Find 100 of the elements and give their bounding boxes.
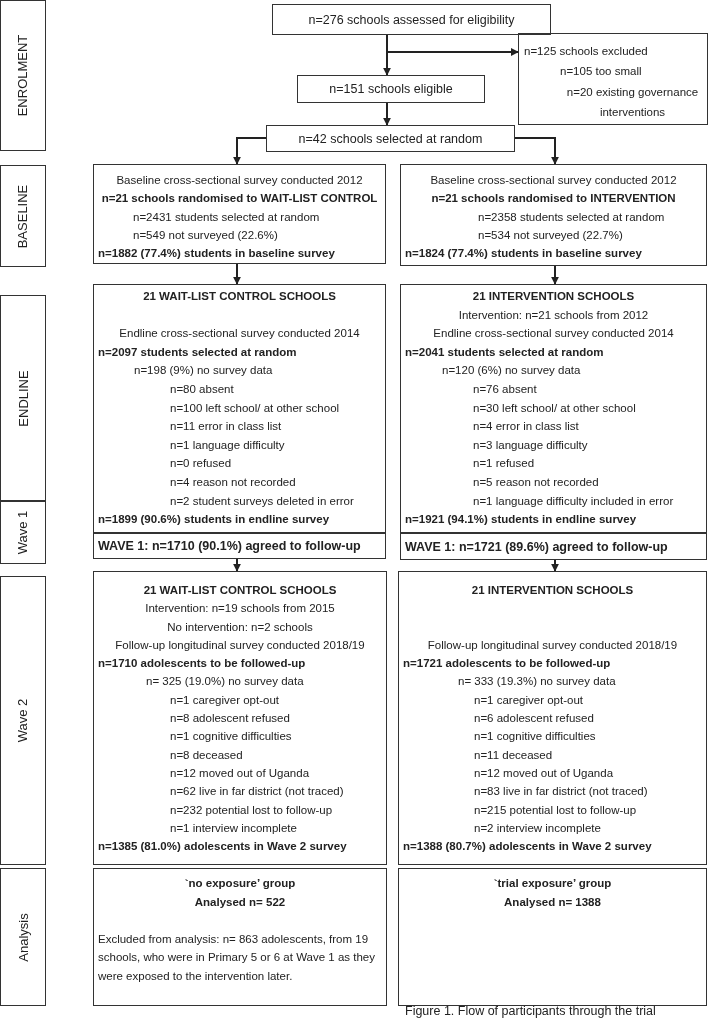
box-text: n=0 refused — [169, 456, 233, 472]
box-text: n=1721 adolescents to be followed-up — [402, 656, 612, 672]
arrow — [233, 137, 267, 165]
box-text: n=2 interview incomplete — [473, 820, 602, 836]
box-text: n=6 adolescent refused — [473, 711, 595, 727]
box-text: Intervention: n=21 schools from 2012 — [457, 307, 650, 323]
box-heading: Analysed n= 522 — [193, 894, 287, 910]
box-text: n= 333 (19.3%) no survey data — [457, 674, 617, 690]
box-text: n=1882 (77.4%) students in baseline survey — [97, 246, 336, 262]
stage-label: BASELINE — [15, 184, 31, 248]
box-text: n= 325 (19.0%) no survey data — [145, 674, 305, 690]
flow-box — [93, 284, 386, 533]
box-text: n=125 schools excluded — [523, 44, 649, 59]
arrow — [233, 263, 241, 285]
flow-box — [398, 571, 707, 865]
box-heading: n=21 schools randomised to WAIT-LIST CONTROL — [100, 191, 379, 207]
box-text: n=1899 (90.6%) students in endline survey — [97, 512, 331, 528]
box-text: n=215 potential lost to follow-up — [473, 802, 638, 818]
box-text: n=120 (6%) no survey data — [441, 363, 582, 379]
box-text: Endline cross-sectional survey conducted 2014 — [118, 326, 361, 342]
box-text: n=1921 (94.1%) students in endline survey — [404, 512, 638, 528]
box-heading: `no exposure’ group — [183, 876, 297, 891]
box-heading: 21 WAIT-LIST CONTROL SCHOOLS — [142, 289, 337, 304]
arrow — [514, 137, 559, 165]
arrow — [551, 265, 559, 285]
stage-box — [0, 295, 46, 501]
box-text: n=2097 students selected at random — [97, 344, 298, 360]
flow-box — [266, 125, 515, 152]
box-text: Follow-up longitudinal survey conducted 2018/19 — [114, 637, 366, 653]
box-text: n=1 language difficulty included in error — [472, 493, 675, 509]
stage-label: Analysis — [15, 912, 31, 962]
stage-box — [0, 576, 46, 865]
box-text: n=549 not surveyed (22.6%) — [132, 227, 279, 243]
box-text: n=76 absent — [472, 381, 538, 397]
flow-box — [400, 164, 707, 266]
flow-box — [93, 868, 387, 1006]
flow-box — [272, 4, 551, 35]
box-text: n=2041 students selected at random — [404, 344, 605, 360]
stage-label: Wave 2 — [15, 698, 31, 743]
box-text: n=198 (9%) no survey data — [133, 363, 274, 379]
arrow — [551, 559, 559, 572]
box-text: n=2431 students selected at random — [132, 209, 321, 225]
box-text: Baseline cross-sectional survey conducted 2012 — [115, 173, 364, 188]
arrow — [386, 34, 519, 56]
box-text: n=12 moved out of Uganda — [169, 765, 311, 781]
box-heading: `trial exposure’ group — [492, 876, 613, 891]
flow-box — [398, 868, 707, 1006]
flow-box — [297, 75, 485, 103]
box-heading: n=21 schools randomised to INTERVENTION — [430, 191, 677, 207]
box-text: WAVE 1: n=1710 (90.1%) agreed to follow-up — [97, 539, 362, 553]
box-text: n=1 cognitive difficulties — [473, 729, 597, 745]
box-text: No intervention: n=2 schools — [166, 619, 314, 635]
box-text: Endline cross-sectional survey conducted 2014 — [432, 326, 675, 342]
flow-box — [93, 164, 386, 264]
box-text: n=62 live in far district (not traced) — [169, 784, 345, 800]
box-text: n=276 schools assessed for eligibility — [308, 12, 515, 27]
box-text: n=232 potential lost to follow-up — [169, 802, 334, 818]
box-text: n=105 too small — [559, 64, 643, 80]
box-text: n=1 interview incomplete — [169, 820, 298, 836]
stage-box — [0, 165, 46, 267]
box-heading: Analysed n= 1388 — [503, 894, 602, 910]
box-text: n=20 existing governance interventions — [565, 84, 700, 121]
figure-caption: Figure 1. Flow of participants through the trial — [405, 1004, 656, 1018]
box-text: n=11 deceased — [473, 747, 554, 763]
flow-box — [93, 571, 387, 865]
box-text: n=12 moved out of Uganda — [473, 765, 615, 781]
stage-box — [0, 868, 46, 1006]
box-text: n=30 left school/ at other school — [472, 400, 637, 416]
box-text: n=1824 (77.4%) students in baseline survey — [404, 246, 643, 262]
flow-box — [518, 33, 708, 125]
box-text: n=8 adolescent refused — [169, 711, 291, 727]
box-text: n=1 cognitive difficulties — [169, 729, 293, 745]
box-text: n=1 refused — [472, 456, 536, 472]
box-text: n=534 not surveyed (22.7%) — [477, 227, 624, 243]
box-text: n=1710 adolescents to be followed-up — [97, 656, 307, 672]
box-text: n=3 language difficulty — [472, 437, 589, 453]
stage-label: ENDLINE — [15, 369, 31, 427]
stage-box — [0, 501, 46, 564]
box-text: n=80 absent — [169, 381, 235, 397]
box-text: n=8 deceased — [169, 747, 244, 763]
arrow — [233, 558, 241, 572]
box-text: Excluded from analysis: n= 863 adolescents, from 19 schools, who were in Primary 5 or 6 at Wave 1 as they were exposed to the intervention later. — [97, 931, 376, 984]
stage-label: Wave 1 — [15, 510, 31, 555]
box-text: n=1388 (80.7%) adolescents in Wave 2 survey — [402, 839, 653, 855]
box-text: n=5 reason not recorded — [472, 474, 600, 490]
flow-box — [400, 284, 707, 533]
box-heading: 21 INTERVENTION SCHOOLS — [470, 583, 635, 598]
box-text: n=4 error in class list — [472, 419, 580, 435]
flow-box — [400, 533, 707, 560]
box-text: n=100 left school/ at other school — [169, 400, 341, 416]
box-text: n=4 reason not recorded — [169, 474, 297, 490]
box-text: n=1 language difficulty — [169, 437, 286, 453]
box-heading: 21 INTERVENTION SCHOOLS — [471, 289, 636, 304]
box-text: Intervention: n=19 schools from 2015 — [144, 601, 336, 617]
box-text: n=2358 students selected at random — [477, 209, 666, 225]
box-text: n=151 schools eligible — [329, 82, 453, 96]
box-text: n=1 caregiver opt-out — [169, 692, 280, 708]
stage-label: ENROLMENT — [15, 34, 31, 117]
box-text: Baseline cross-sectional survey conducted 2012 — [429, 173, 678, 188]
box-heading: 21 WAIT-LIST CONTROL SCHOOLS — [142, 583, 338, 598]
